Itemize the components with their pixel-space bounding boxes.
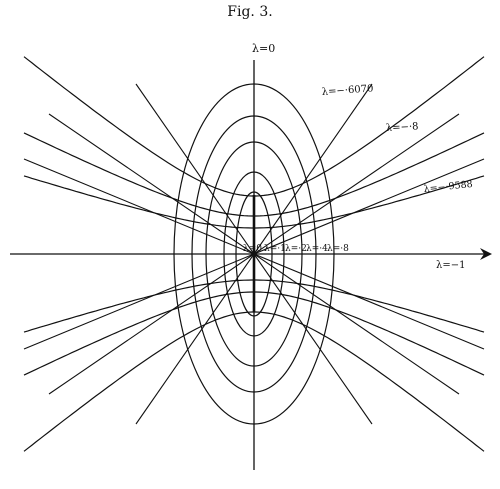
label-lambda-p2: λ=·2 — [285, 244, 307, 254]
label-lambda-p8: λ=·8 — [327, 244, 349, 254]
label-lambda-m6070: λ=−·6070 — [321, 83, 373, 98]
figure-title: Fig. 3. — [227, 4, 273, 20]
label-lambda-p4: λ=·4 — [306, 244, 328, 254]
label-lambda-m8: λ=−·8 — [386, 121, 419, 134]
label-lambda-zero-top: λ=0 — [252, 42, 275, 55]
label-lambda-p1: λ=·1 — [264, 244, 286, 254]
x-axis-arrowhead — [480, 248, 492, 260]
label-lambda-m1: λ=−1 — [436, 260, 465, 271]
label-lambda-0: λ=0 — [243, 244, 262, 254]
label-lambda-m9588: λ=−·9588 — [423, 179, 473, 195]
